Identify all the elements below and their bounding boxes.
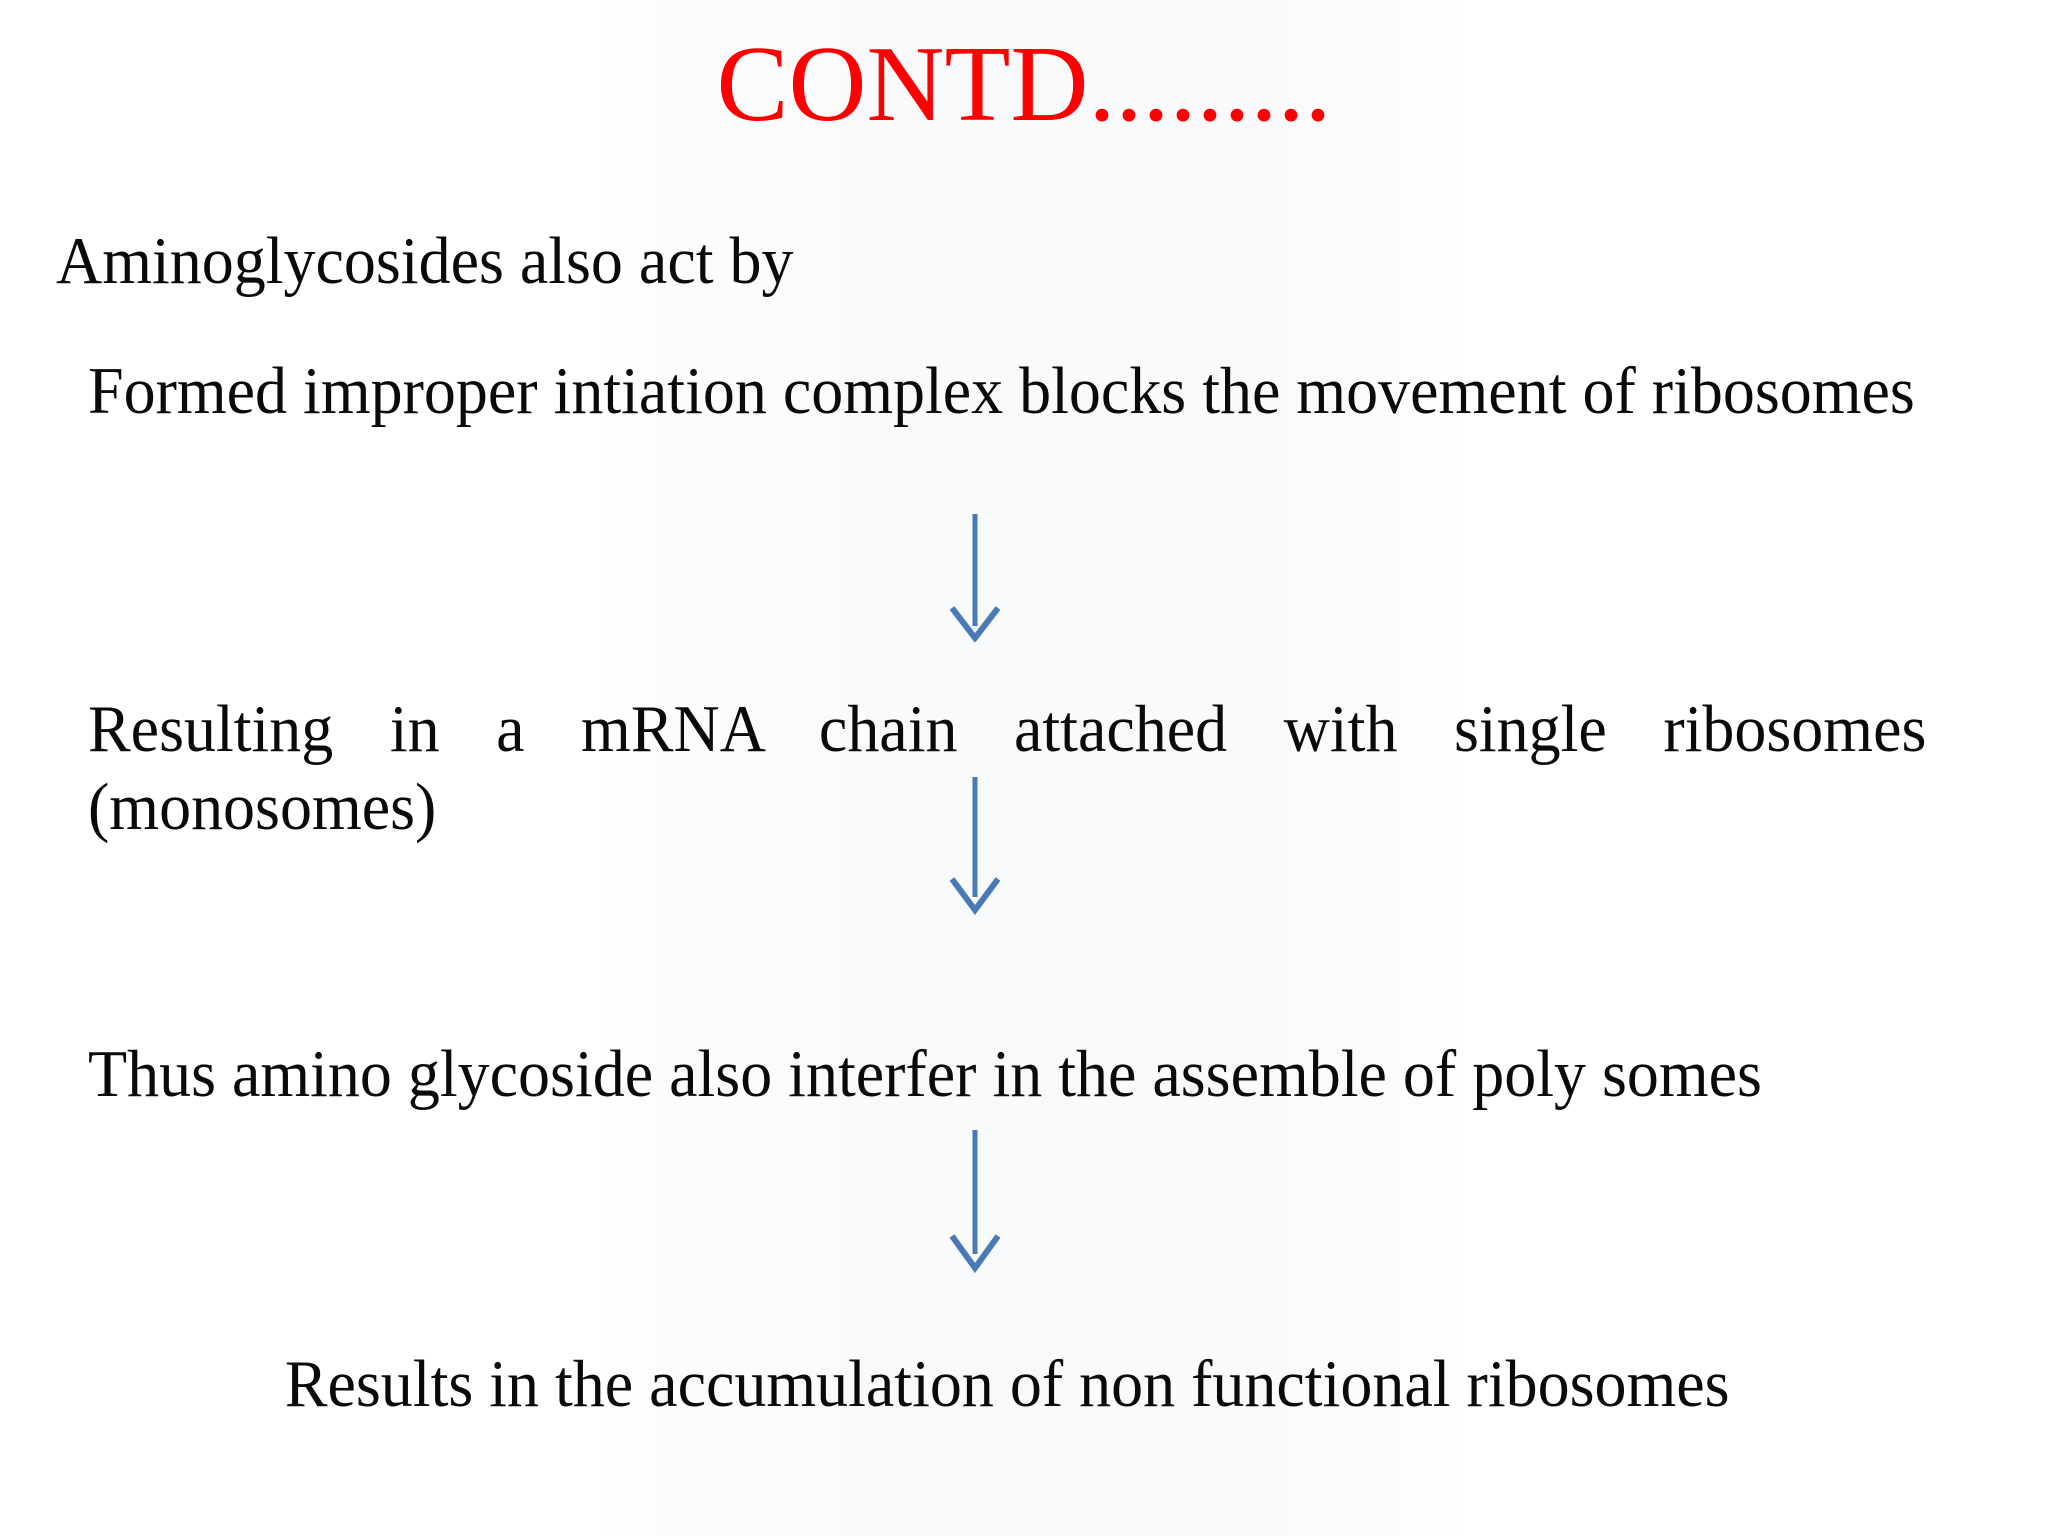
step-3-text: Thus amino glycoside also interfer in th… xyxy=(88,1037,1762,1111)
step-4-text: Results in the accumulation of non funct… xyxy=(284,1347,1730,1421)
step-2-text: Resulting in a mRNA chain attached with … xyxy=(88,692,1927,845)
arrow-down-icon xyxy=(930,512,1020,642)
intro-text: Aminoglycosides also act by xyxy=(56,224,794,298)
arrow-down-icon xyxy=(930,1128,1020,1273)
slide-title: CONTD......... xyxy=(716,25,1332,144)
arrow-down-icon xyxy=(930,775,1020,915)
step-1-text: Formed improper intiation complex blocks… xyxy=(88,354,1915,428)
